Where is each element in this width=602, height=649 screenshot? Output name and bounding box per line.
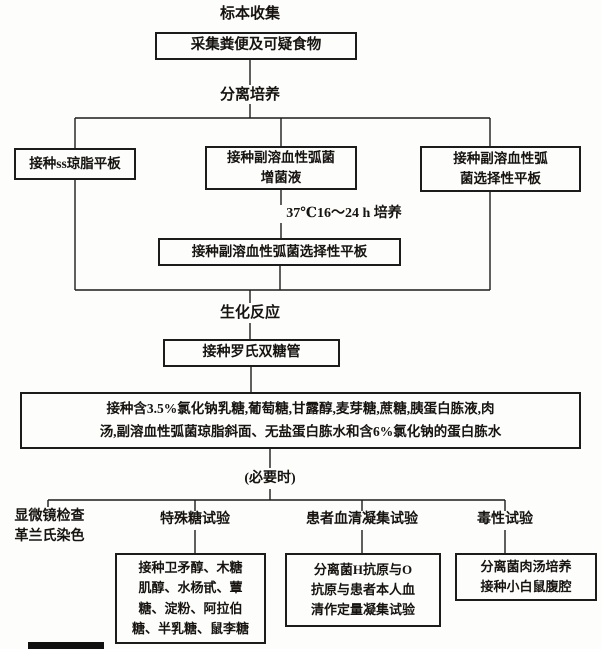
box-special-sugar-test: 接种卫矛醇、木糖 肌醇、水杨甙、蕈 糖、淀粉、阿拉伯 糖、半乳糖、鼠李糖 bbox=[115, 553, 266, 644]
connector-path bbox=[47, 60, 506, 553]
label-when-necessary: (必要时) bbox=[244, 471, 296, 486]
box-serum-agglutination-test: 分离菌H抗原与O 抗原与患者本人血 清作定量凝集试验 bbox=[285, 553, 441, 627]
title-specimen-collection: 标本收集 bbox=[219, 6, 280, 22]
box-toxicity-test: 分离菌肉汤培养 接种小白鼠腹腔 bbox=[455, 553, 597, 601]
box-selective-plate-right: 接种副溶血性弧 菌选择性平板 bbox=[420, 146, 581, 192]
label-isolation-culture: 分离培养 bbox=[219, 87, 280, 103]
box-russell-double-sugar-tube: 接种罗氏双糖管 bbox=[163, 339, 340, 367]
label-serum-agglutination-test: 患者血清凝集试验 bbox=[306, 512, 418, 527]
box-media-inoculation: 接种含3.5%氯化钠乳糖,葡萄糖,甘露醇,麦芽糖,蔗糖,胰蛋白胨液,肉 汤,副溶… bbox=[20, 392, 581, 449]
box-selective-plate-middle: 接种副溶血性弧菌选择性平板 bbox=[158, 238, 401, 266]
label-toxicity-test: 毒性试验 bbox=[477, 512, 533, 527]
box-enrichment-broth: 接种副溶血性弧菌 增菌液 bbox=[205, 146, 357, 190]
scan-artifact bbox=[28, 642, 104, 649]
box-collect-specimen: 采集粪便及可疑食物 bbox=[155, 32, 357, 60]
label-microscopy-gram-stain: 显微镜检查 革兰氏染色 bbox=[14, 509, 85, 544]
label-incubation: 37℃16～24 h 培养 bbox=[286, 206, 402, 221]
label-special-sugar-test: 特殊糖试验 bbox=[160, 512, 230, 527]
label-biochemical-reaction: 生化反应 bbox=[219, 305, 280, 321]
box-ss-agar-plate: 接种ss琼脂平板 bbox=[14, 148, 136, 180]
